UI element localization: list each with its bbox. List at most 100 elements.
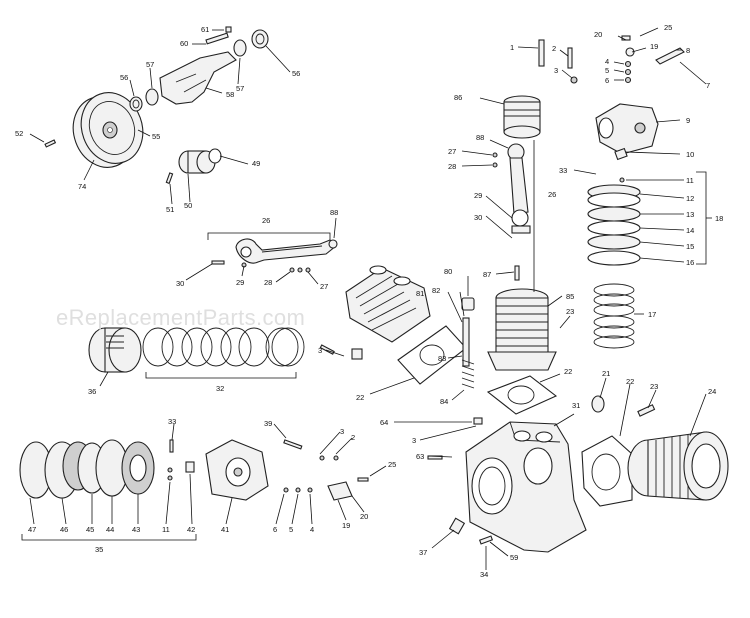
callout-30: 30 (474, 213, 482, 222)
callout-36: 36 (88, 387, 96, 396)
callout-61: 61 (201, 25, 209, 34)
callout-39: 39 (264, 419, 272, 428)
valve-head-9 (595, 103, 659, 161)
callout-44: 44 (106, 525, 114, 534)
callout-20: 20 (594, 30, 602, 39)
connecting-rod-center (492, 143, 531, 281)
callout-88: 88 (330, 208, 338, 217)
callout-8: 8 (686, 46, 690, 55)
callout-15: 15 (686, 242, 694, 251)
callout-57: 57 (236, 84, 244, 93)
callout-85: 85 (566, 292, 574, 301)
callout-22: 22 (564, 367, 572, 376)
gasket-22-center (486, 375, 558, 415)
end-cover-gasket (581, 435, 633, 507)
bearing-housing (44, 139, 222, 185)
callout-52: 52 (15, 129, 23, 138)
callout-6: 6 (605, 76, 609, 85)
valve-body-41 (205, 439, 269, 501)
callout-29: 29 (236, 278, 244, 287)
callout-49: 49 (252, 159, 260, 168)
callout-6: 6 (273, 525, 277, 534)
callout-57: 57 (146, 60, 154, 69)
callout-46: 46 (60, 525, 68, 534)
callout-22: 22 (626, 377, 634, 386)
callout-55: 55 (152, 132, 160, 141)
callout-3: 3 (318, 346, 322, 355)
clutch-plates (19, 439, 195, 499)
callout-3: 3 (412, 436, 416, 445)
callout-88: 88 (476, 133, 484, 142)
valve-small-parts (283, 439, 369, 501)
callout-5: 5 (605, 66, 609, 75)
callout-51: 51 (166, 205, 174, 214)
callout-4: 4 (605, 57, 609, 66)
callout-19: 19 (650, 42, 658, 51)
callout-83: 83 (438, 354, 446, 363)
callout-84: 84 (440, 397, 448, 406)
callout-14: 14 (686, 226, 694, 235)
callout-25: 25 (388, 460, 396, 469)
callout-28: 28 (448, 162, 456, 171)
leader-lines (21, 27, 712, 570)
callout-35: 35 (95, 545, 103, 554)
watermark: eReplacementParts.com (56, 305, 305, 330)
callout-56: 56 (120, 73, 128, 82)
callout-43: 43 (132, 525, 140, 534)
callout-60: 60 (180, 39, 188, 48)
callout-50: 50 (184, 201, 192, 210)
ring-set-17 (593, 283, 635, 349)
callout-28: 28 (264, 278, 272, 287)
head-bolts-right (538, 39, 578, 84)
callout-4: 4 (310, 525, 314, 534)
crankcase-31 (465, 421, 587, 553)
piston-left (88, 327, 142, 373)
callout-26: 26 (262, 216, 270, 225)
callout-labels: 61 60 56 57 58 57 56 52 55 74 49 51 50 2… (15, 23, 723, 579)
callout-11: 11 (686, 176, 694, 185)
piston-center (503, 95, 541, 139)
callout-34: 34 (480, 570, 488, 579)
main-bearing (129, 88, 159, 112)
callout-31: 31 (572, 401, 580, 410)
callout-45: 45 (86, 525, 94, 534)
callout-86: 86 (454, 93, 462, 102)
callout-20: 20 (360, 512, 368, 521)
callout-11: 11 (162, 525, 170, 534)
callout-26: 26 (548, 190, 556, 199)
callout-33: 33 (168, 417, 176, 426)
callout-1: 1 (510, 43, 514, 52)
small-parts-crankcase (427, 395, 656, 545)
callout-27: 27 (320, 282, 328, 291)
callout-27: 27 (448, 147, 456, 156)
callout-32: 32 (216, 384, 224, 393)
cylinder-head-middle (345, 265, 431, 343)
flywheel (72, 92, 144, 168)
callout-16: 16 (686, 258, 694, 267)
callout-42: 42 (187, 525, 195, 534)
callout-9: 9 (686, 116, 690, 125)
callout-10: 10 (686, 150, 694, 159)
callout-18: 18 (715, 214, 723, 223)
callout-80: 80 (444, 267, 452, 276)
callout-5: 5 (289, 525, 293, 534)
callout-21: 21 (602, 369, 610, 378)
cylinder-85 (487, 288, 557, 371)
callout-17: 17 (648, 310, 656, 319)
callout-33: 33 (559, 166, 567, 175)
callout-30: 30 (176, 279, 184, 288)
callout-24: 24 (708, 387, 716, 396)
crankshaft (159, 26, 269, 105)
connecting-rod-left (211, 238, 338, 273)
callout-7: 7 (706, 81, 710, 90)
callout-64: 64 (380, 418, 388, 427)
callout-41: 41 (221, 525, 229, 534)
callout-63: 63 (416, 452, 424, 461)
callout-82: 82 (432, 286, 440, 295)
ring-set-left (142, 327, 305, 367)
callout-25: 25 (664, 23, 672, 32)
fittings-right (621, 35, 685, 84)
cylinder-24 (627, 431, 729, 501)
callout-56: 56 (292, 69, 300, 78)
